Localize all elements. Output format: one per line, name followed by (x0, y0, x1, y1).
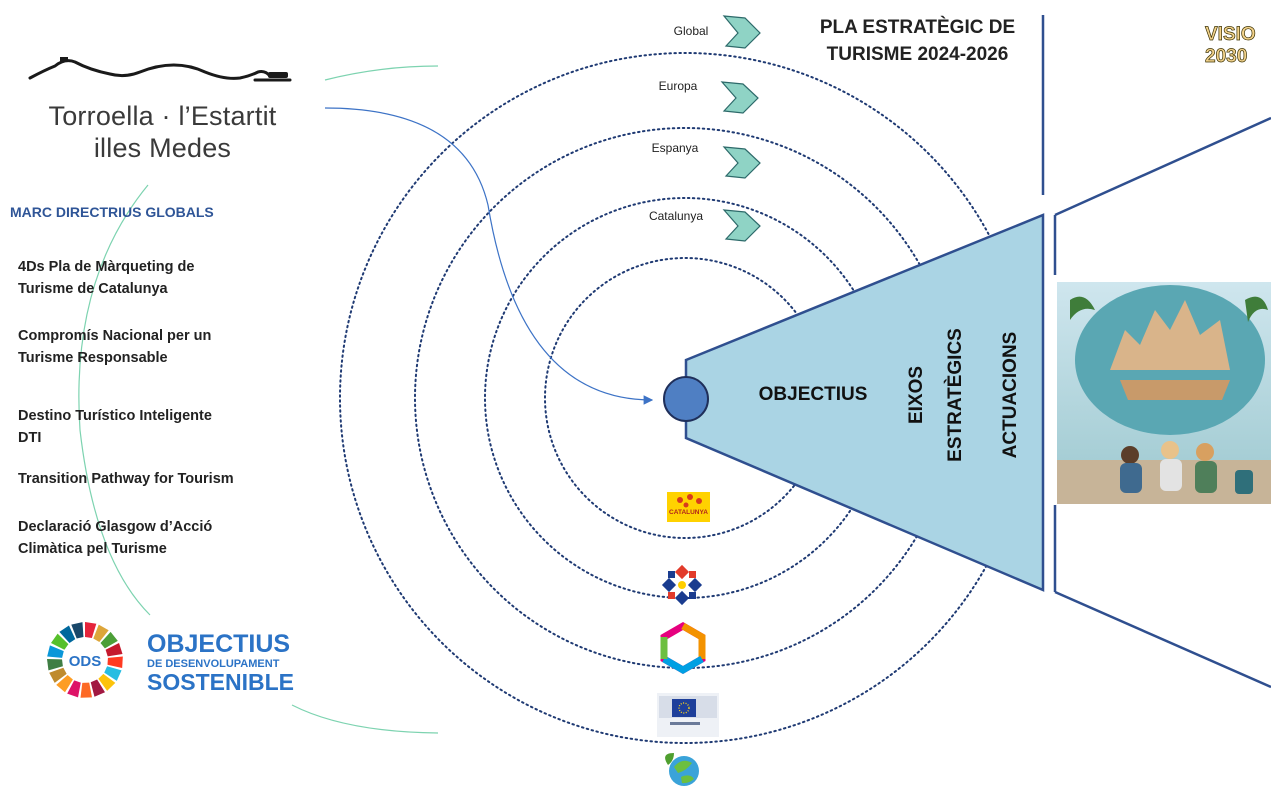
marc-item-line: Declaració Glasgow d’Acció (18, 519, 213, 535)
visio-title: VISIO 2030 (1205, 24, 1256, 68)
marc-item-line: Transition Pathway for Tourism (18, 471, 234, 487)
ods-wheel-segment (104, 666, 122, 681)
ods-subtitle2: SOSTENIBLE (147, 669, 294, 695)
scope-label-catalunya: Catalunya (649, 209, 703, 223)
scope-label-europa: Europa (659, 79, 698, 93)
plan-title-line1: PLA ESTRATÈGIC DE (819, 17, 1016, 38)
logo-to-center-arrow (324, 107, 654, 405)
dti-logo (660, 621, 706, 675)
scope-arrows (720, 15, 761, 242)
marc-item: 4Ds Pla de Màrqueting de Turisme de Cata… (18, 256, 303, 300)
visio-bracket (1053, 116, 1271, 689)
marc-title: MARC DIRECTRIUS GLOBALS (10, 204, 214, 220)
funnel-eixos-label: EIXOS (906, 366, 927, 424)
marc-item-line: Turisme de Catalunya (18, 281, 168, 297)
eu-commission-logo (657, 693, 719, 737)
plan-title-line2: TURISME 2024-2026 (826, 44, 1009, 65)
marc-item: Transition Pathway for Tourism (18, 468, 303, 490)
europa-arrow-icon (720, 81, 759, 114)
town-name-line2: illes Medes (93, 133, 232, 163)
marc-item-line: Destino Turístico Inteligente (18, 408, 212, 424)
ods-wheel-segment (105, 643, 123, 657)
ods-wheel-segment (71, 622, 84, 639)
plan-title: PLA ESTRATÈGIC DE TURISME 2024-2026 (795, 14, 1040, 68)
global-arrow-icon (722, 15, 761, 49)
ods-title: OBJECTIUS (147, 630, 290, 658)
ods-subtitle: DE DESENVOLUPAMENT (147, 658, 280, 670)
ods-wheel-segment (56, 675, 73, 693)
scope-label-espanya: Espanya (652, 141, 699, 155)
vision-illustration (1057, 282, 1271, 504)
marc-item-line: Turisme Responsable (18, 350, 168, 366)
espanya-arrow-icon (722, 146, 761, 179)
funnel-estrategics-label: ESTRATÈGICS (944, 328, 966, 462)
catalunya-logo: CATALUNYA (667, 492, 710, 522)
visio-title-line1: VISIO (1205, 24, 1256, 46)
ods-wheel-segment (67, 680, 81, 698)
ods-wheel-segment (107, 656, 123, 668)
marc-item-line: 4Ds Pla de Màrqueting de (18, 259, 195, 275)
marc-item-line: Climàtica pel Turisme (18, 541, 167, 557)
ods-wheel-segment (98, 673, 116, 691)
marc-item-line: Compromís Nacional per un (18, 328, 212, 344)
marc-item-line: DTI (18, 430, 42, 446)
ods-wheel-segment (85, 622, 97, 639)
ods-wheel-segment (47, 659, 63, 671)
funnel-objectius-label: OBJECTIUS (759, 384, 868, 405)
ods-wheel-segment (50, 633, 69, 650)
funnel-actuacions-label: ACTUACIONS (1000, 332, 1021, 459)
town-logo-icon (28, 57, 292, 82)
town-name: Torroella · l’Estartit illes Medes (20, 100, 305, 164)
ods-wheel-segment (59, 625, 76, 644)
center-circle (663, 376, 709, 422)
town-name-line1: Torroella · l’Estartit (48, 101, 277, 131)
visio-title-line2: 2030 (1205, 46, 1248, 68)
ods-wheel-segment (49, 667, 67, 683)
marc-item: Declaració Glasgow d’Acció Climàtica pel… (18, 516, 303, 560)
ods-wheel-segment (93, 624, 109, 643)
globe-logo (665, 753, 699, 786)
catalunya-arrow-icon (722, 209, 761, 242)
left-frame-curves (78, 65, 439, 734)
catalunya-logo-text: CATALUNYA (669, 509, 708, 516)
ods-wheel-segment (90, 679, 106, 697)
marc-item: Destino Turístico Inteligente DTI (18, 405, 303, 449)
marc-item: Compromís Nacional per un Turisme Respon… (18, 325, 303, 369)
ods-wheel-segment (47, 645, 64, 658)
ods-wheel-icon (47, 622, 123, 698)
ods-badge-text: ODS (69, 653, 102, 670)
spain-tourism-logo (661, 564, 703, 606)
scope-label-global: Global (674, 24, 709, 38)
ods-wheel-segment (100, 631, 118, 649)
ods-wheel-segment (80, 682, 92, 698)
